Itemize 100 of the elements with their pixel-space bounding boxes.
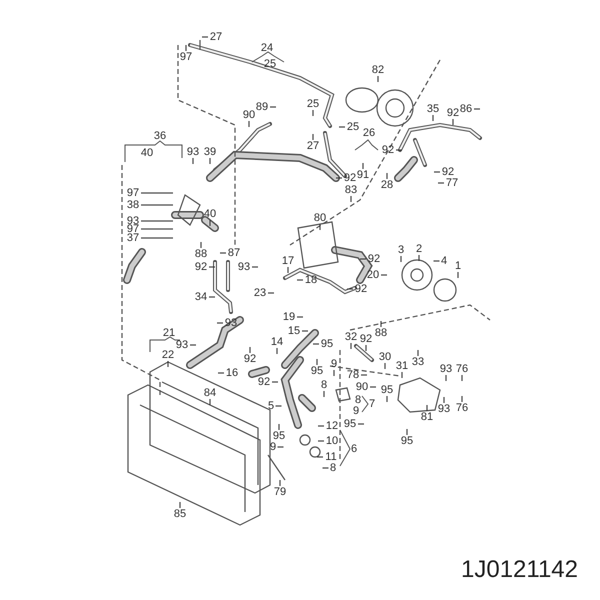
leader-line <box>276 348 278 354</box>
callout-number: 95 <box>309 365 325 377</box>
leader-line <box>278 424 280 430</box>
callout-number: 31 <box>394 360 410 372</box>
leader-line <box>380 274 388 276</box>
callout-number: 7 <box>368 398 376 410</box>
leader-line <box>418 254 420 262</box>
callout-number: 39 <box>202 146 218 158</box>
leader-line <box>386 172 388 180</box>
callout-number: 97 <box>125 187 141 199</box>
leader-line <box>316 358 318 366</box>
callout-number: 27 <box>305 140 321 152</box>
callout-number: 37 <box>125 232 141 244</box>
callout-number: 20 <box>365 269 381 281</box>
callout-number: 8 <box>320 379 328 391</box>
callout-number: 89 <box>254 101 270 113</box>
callout-number: 90 <box>241 109 257 121</box>
leader-line <box>350 196 352 202</box>
callout-number: 83 <box>343 184 359 196</box>
callout-number: 3 <box>396 244 406 256</box>
leader-line <box>270 106 276 108</box>
leader-line <box>208 296 216 298</box>
callout-number: 92 <box>440 166 456 178</box>
callout-number: 12 <box>324 420 340 432</box>
leader-line <box>140 192 174 194</box>
callout-number: 8 <box>354 394 362 406</box>
callout-number: 40 <box>202 208 218 220</box>
callout-number: 86 <box>458 103 474 115</box>
callout-number: 95 <box>271 430 287 442</box>
callout-number: 35 <box>425 103 441 115</box>
callout-number: 40 <box>140 147 154 159</box>
callout-number: 18 <box>303 274 319 286</box>
leader-line <box>338 126 346 128</box>
leader-line <box>302 330 308 332</box>
callout-number: 9 <box>268 441 278 453</box>
leader-line <box>200 242 202 248</box>
callout-number: 92 <box>193 261 209 273</box>
callout-number: 14 <box>269 336 285 348</box>
callout-number: 25 <box>345 121 361 133</box>
callout-number: 82 <box>370 64 386 76</box>
leader-line <box>384 362 386 370</box>
callout-number: 22 <box>160 349 176 361</box>
callout-number: 17 <box>280 255 296 267</box>
callout-number: 92 <box>256 376 272 388</box>
callout-number: 95 <box>399 435 415 447</box>
leader-line <box>220 252 226 254</box>
callout-number: 92 <box>358 333 374 345</box>
leader-line <box>218 372 224 374</box>
callout-number: 90 <box>354 381 370 393</box>
callout-number: 6 <box>350 443 358 455</box>
leader-line <box>432 114 434 122</box>
callout-number: 78 <box>345 369 361 381</box>
leader-line <box>248 120 250 128</box>
leader-line <box>140 228 174 230</box>
callout-number: 15 <box>286 325 302 337</box>
callout-number: 2 <box>414 243 424 255</box>
callout-number: 9 <box>352 405 360 417</box>
callout-number: 5 <box>266 400 276 412</box>
leader-line <box>362 162 364 170</box>
callout-number: 95 <box>319 338 335 350</box>
callout-number: 93 <box>438 363 454 375</box>
callout-number: 32 <box>343 331 359 343</box>
callout-number: 88 <box>373 327 389 339</box>
callout-number: 10 <box>324 435 340 447</box>
callout-number: 33 <box>410 356 426 368</box>
leader-line <box>370 386 376 388</box>
callout-number: 36 <box>152 130 168 142</box>
leader-line <box>140 220 174 222</box>
callout-number: 92 <box>342 172 358 184</box>
callout-number: 28 <box>379 179 395 191</box>
callout-number: 93 <box>185 146 201 158</box>
callout-number: 11 <box>323 451 339 463</box>
leader-line <box>346 288 354 290</box>
leader-line <box>252 266 258 268</box>
callout-number: 97 <box>178 51 194 63</box>
callout-number: 87 <box>226 247 242 259</box>
leader-line <box>400 256 402 262</box>
leader-line <box>452 118 454 126</box>
callout-number: 93 <box>436 403 452 415</box>
callout-number: 16 <box>224 367 240 379</box>
leader-line <box>316 456 324 458</box>
leader-line <box>140 204 174 206</box>
callout-number: 76 <box>454 402 470 414</box>
callout-number: 92 <box>242 353 258 365</box>
part-number: 1J0121142 <box>461 556 578 584</box>
leader-line <box>268 292 274 294</box>
callout-number: 21 <box>162 327 176 339</box>
leader-line <box>350 342 352 350</box>
callout-number: 80 <box>312 212 328 224</box>
callout-number: 92 <box>380 144 396 156</box>
callout-number: 91 <box>355 169 371 181</box>
leader-line <box>433 260 440 262</box>
callout-number: 81 <box>419 411 435 423</box>
leader-line <box>202 36 208 38</box>
callout-number: 92 <box>353 283 369 295</box>
callout-number: 76 <box>454 363 470 375</box>
callout-number: 1 <box>454 260 462 272</box>
leader-line <box>360 374 368 376</box>
callout-number: 8 <box>328 462 338 474</box>
callout-number: 93 <box>236 261 252 273</box>
